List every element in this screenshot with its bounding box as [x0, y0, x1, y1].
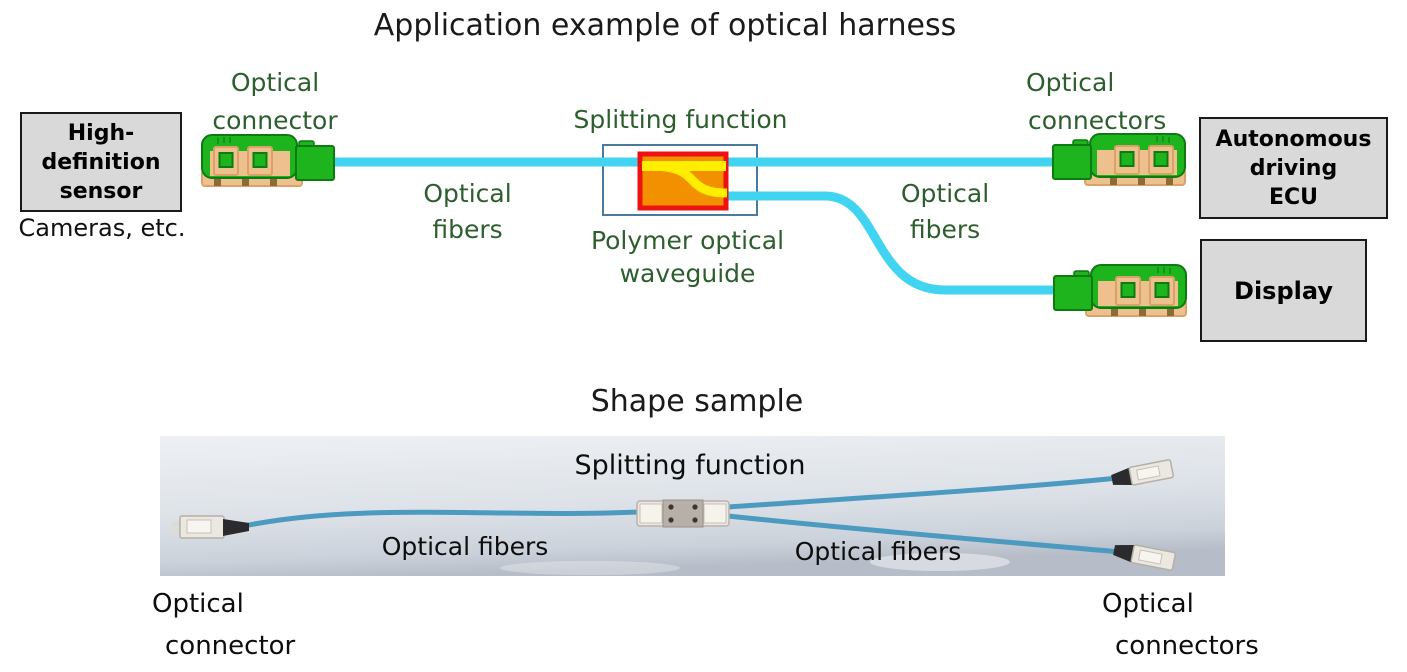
fiber-line-branch: [728, 191, 1058, 295]
optical-connector-label: Optical connector: [212, 68, 338, 135]
photo-splitting-function-label: Splitting function: [574, 450, 806, 481]
photo-connector-icon-left: [172, 515, 249, 539]
harness-photo-image: [160, 436, 1225, 576]
optical-fibers-right-label: Optical fibers: [900, 179, 990, 244]
ecu-box: Autonomous driving ECU: [1199, 117, 1388, 219]
optical-connector-icon-ecu: [1052, 133, 1187, 187]
photo-optical-fibers-right-label: Optical fibers: [794, 537, 962, 566]
optical-connector-icon-left: [200, 134, 335, 188]
display-box: Display: [1200, 239, 1367, 342]
shape-sample-title: Shape sample: [590, 384, 804, 419]
optical-connectors-label: Optical connectors: [1026, 68, 1167, 135]
waveguide-outline-box: [602, 144, 758, 216]
polymer-waveguide-label: Polymer optical waveguide: [590, 226, 785, 288]
page-title: Application example of optical harness: [373, 8, 957, 43]
splitting-function-label: Splitting function: [573, 105, 788, 134]
photo-optical-fibers-left-label: Optical fibers: [381, 532, 549, 561]
optical-fibers-left-label: Optical fibers: [423, 179, 512, 244]
bottom-optical-connectors-label: Optical connectors: [1102, 589, 1259, 661]
harness-photo: Splitting function Optical fibers Optica…: [160, 436, 1225, 576]
bottom-optical-connector-label: Optical connector: [152, 589, 296, 661]
fiber-diagram: [330, 144, 1058, 295]
sensor-caption: Cameras, etc.: [18, 214, 186, 242]
sensor-box: High- definition sensor: [20, 112, 182, 212]
optical-connector-icon-display: [1053, 264, 1188, 318]
sensor-box-line: definition: [41, 149, 161, 175]
polymer-waveguide-splitter-icon: [637, 151, 729, 211]
photo-fiber-top-right: [725, 475, 1121, 510]
photo-fiber-left: [241, 509, 643, 529]
photo-fiber-bottom-right: [725, 513, 1123, 555]
sensor-box-line: sensor: [59, 178, 143, 204]
sensor-box-line: High-: [67, 120, 135, 146]
photo-splitter-icon: [636, 499, 730, 528]
